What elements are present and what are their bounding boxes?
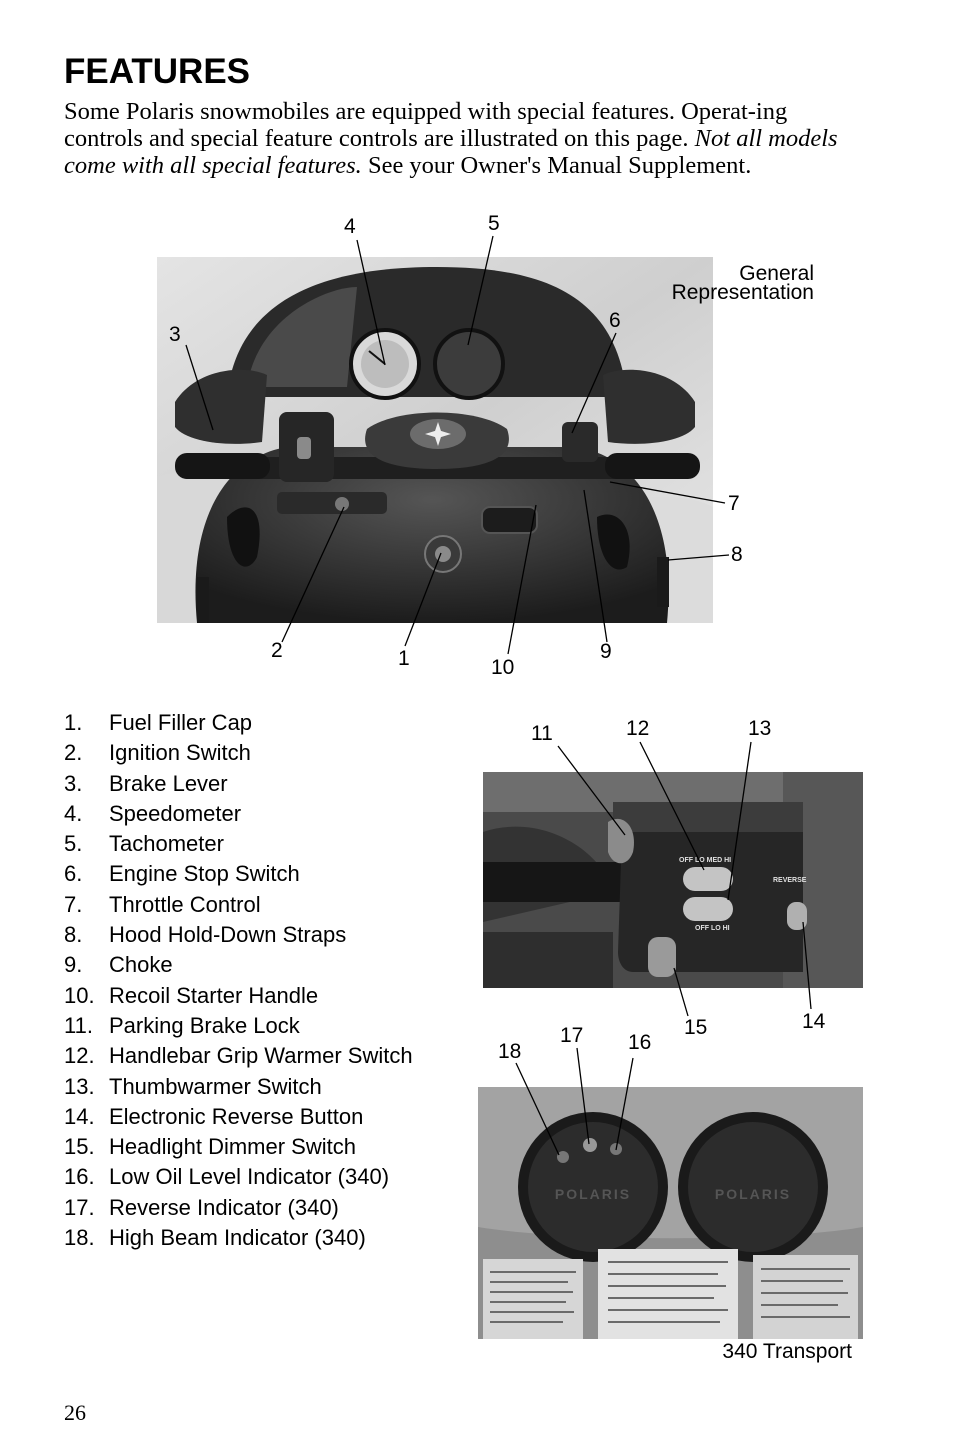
legend-number: 13. xyxy=(64,1073,95,1099)
callout-9: 9 xyxy=(600,640,612,663)
legend-item: 1. Fuel Filler Cap xyxy=(64,708,413,738)
legend-number: 15. xyxy=(64,1134,95,1160)
legend-number: 8. xyxy=(64,922,83,948)
callout-7: 7 xyxy=(728,492,740,515)
callout-3: 3 xyxy=(169,323,181,346)
high-beam-indicator-icon xyxy=(557,1151,569,1163)
legend-item: 15. Headlight Dimmer Switch xyxy=(64,1132,413,1162)
legend-number: 3. xyxy=(64,770,83,796)
legend-number: 2. xyxy=(64,740,83,766)
legend-number: 4. xyxy=(64,800,83,826)
handlebar-photo xyxy=(157,257,713,623)
legend-label: Brake Lever xyxy=(109,770,228,796)
legend-item: 2. Ignition Switch xyxy=(64,738,413,768)
legend-item: 17. Reverse Indicator (340) xyxy=(64,1193,413,1223)
callout-4: 4 xyxy=(344,215,356,238)
legend-label: Headlight Dimmer Switch xyxy=(109,1134,356,1160)
switch-housing-photo: OFF LO MED HI OFF LO HI REVERSE xyxy=(483,772,863,988)
legend-item: 13. Thumbwarmer Switch xyxy=(64,1072,413,1102)
legend-label: Fuel Filler Cap xyxy=(109,710,253,735)
general-representation-caption: General Representation xyxy=(614,262,814,304)
legend-item: 3. Brake Lever xyxy=(64,769,413,799)
legend-number: 16. xyxy=(64,1164,95,1190)
legend-item: 10. Recoil Starter Handle xyxy=(64,981,413,1011)
legend-number: 6. xyxy=(64,861,83,887)
legend-number: 7. xyxy=(64,891,83,917)
legend-label: Low Oil Level Indicator (340) xyxy=(109,1164,390,1190)
legend-number: 11. xyxy=(64,1012,93,1038)
callout-6: 6 xyxy=(609,309,621,332)
legend-item: 18. High Beam Indicator (340) xyxy=(64,1223,413,1253)
legend-label: Thumbwarmer Switch xyxy=(109,1073,322,1099)
thumbwarmer-switch[interactable] xyxy=(683,897,733,921)
legend-label: Parking Brake Lock xyxy=(109,1012,300,1038)
intro-italic: Not all models come with all special fea… xyxy=(64,125,838,179)
grip-warmer-switch[interactable] xyxy=(683,867,733,891)
legend-label: Reverse Indicator (340) xyxy=(109,1194,339,1220)
legend-label: Handlebar Grip Warmer Switch xyxy=(109,1043,413,1069)
callout-10: 10 xyxy=(491,656,515,679)
legend-item: 16. Low Oil Level Indicator (340) xyxy=(64,1162,413,1192)
legend-number: 18. xyxy=(64,1225,95,1251)
legend-number: 17. xyxy=(64,1194,95,1220)
legend-item: 14. Electronic Reverse Button xyxy=(64,1102,413,1132)
gauge-brand-right: POLARIS xyxy=(715,1186,791,1202)
dimmer-switch[interactable] xyxy=(648,937,676,977)
callout-1: 1 xyxy=(398,647,410,670)
caption-line-1: General xyxy=(739,262,814,285)
legend-label: High Beam Indicator (340) xyxy=(109,1225,366,1251)
callout-13: 13 xyxy=(748,717,772,740)
legend-label: Ignition Switch xyxy=(109,740,251,766)
callout-16: 16 xyxy=(628,1031,652,1054)
intro-text-2: See your Owner's Manual Supplement. xyxy=(361,152,752,179)
page-number: 26 xyxy=(64,1400,86,1425)
legend-number: 12. xyxy=(64,1043,95,1069)
legend-label: Engine Stop Switch xyxy=(109,861,300,887)
callout-14: 14 xyxy=(802,1010,826,1033)
legend-label: Speedometer xyxy=(109,800,242,826)
intro-paragraph: Some Polaris snowmobiles are equipped wi… xyxy=(64,98,864,179)
legend-item: 12. Handlebar Grip Warmer Switch xyxy=(64,1041,413,1071)
legend-number: 5. xyxy=(64,831,83,857)
legend-item: 7. Throttle Control xyxy=(64,890,413,920)
legend-number: 1. xyxy=(64,710,83,735)
reverse-indicator-icon xyxy=(583,1138,597,1152)
callout-18: 18 xyxy=(498,1040,522,1063)
legend-item: 5. Tachometer xyxy=(64,829,413,859)
tachometer-icon xyxy=(433,328,505,400)
legend-number: 9. xyxy=(64,952,83,978)
page-title: FEATURES xyxy=(64,52,251,91)
callout-11: 11 xyxy=(531,722,553,745)
legend-number: 14. xyxy=(64,1103,95,1129)
callout-12: 12 xyxy=(626,717,650,740)
transport-dash-photo: POLARIS POLARIS xyxy=(478,1087,863,1339)
callout-5: 5 xyxy=(488,212,500,235)
gauge-brand-left: POLARIS xyxy=(555,1186,631,1202)
legend-label: Throttle Control xyxy=(109,891,261,917)
legend-label: Electronic Reverse Button xyxy=(109,1103,364,1129)
caption-line-2: Representation xyxy=(671,281,814,304)
reverse-label: REVERSE xyxy=(773,877,807,884)
callout-15: 15 xyxy=(684,1016,708,1039)
intro-text-1: Some Polaris snowmobiles are equipped wi… xyxy=(64,98,788,152)
switch-label-top: OFF LO MED HI xyxy=(679,857,731,864)
reverse-button[interactable] xyxy=(787,902,807,930)
legend-item: 11. Parking Brake Lock xyxy=(64,1011,413,1041)
legend-label: Tachometer xyxy=(109,831,224,857)
legend-item: 6. Engine Stop Switch xyxy=(64,859,413,889)
feature-legend: 1. Fuel Filler Cap 2. Ignition Switch 3. Br… xyxy=(64,708,413,1253)
low-oil-indicator-icon xyxy=(610,1143,622,1155)
legend-item: 9. Choke xyxy=(64,950,413,980)
legend-label: Recoil Starter Handle xyxy=(109,982,319,1008)
callout-2: 2 xyxy=(271,639,283,662)
transport-caption: 340 Transport xyxy=(722,1340,852,1363)
switch-label-bottom: OFF LO HI xyxy=(695,925,730,932)
callout-17: 17 xyxy=(560,1024,584,1047)
legend-number: 10. xyxy=(64,982,95,1008)
legend-label: Hood Hold-Down Straps xyxy=(109,922,347,948)
legend-item: 4. Speedometer xyxy=(64,799,413,829)
legend-label: Choke xyxy=(109,952,173,978)
legend-item: 8. Hood Hold-Down Straps xyxy=(64,920,413,950)
callout-8: 8 xyxy=(731,543,743,566)
